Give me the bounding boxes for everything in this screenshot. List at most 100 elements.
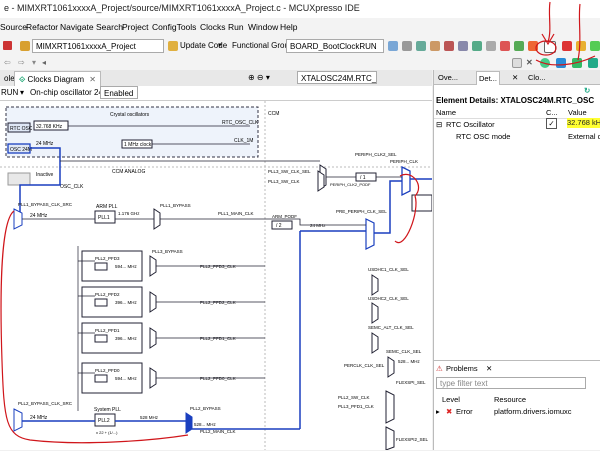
stop-icon[interactable] <box>500 41 510 51</box>
pll2-input-freq: 24 MHz <box>30 415 48 421</box>
nav-dropdown-icon[interactable]: ▾ <box>32 58 37 67</box>
play-icon[interactable] <box>514 41 524 51</box>
close-x-icon[interactable]: ✕ <box>526 58 533 67</box>
peripherals-tool-icon[interactable] <box>588 58 598 68</box>
zoom-icons[interactable]: ⊕ ⊖ ▾ <box>248 73 270 82</box>
row-name: RTC OSC mode <box>456 132 511 141</box>
perspective-icon[interactable] <box>512 58 522 68</box>
row-value[interactable]: 32.768 kHz <box>567 118 600 128</box>
semc-sel-label: SEMC_CLK_SEL <box>386 349 422 354</box>
enabled-select[interactable]: Enabled <box>100 86 138 99</box>
menu-search[interactable]: Search <box>96 22 123 32</box>
expand-icon[interactable]: ▸ <box>436 407 440 416</box>
pll2-sw-clk-label: PLL2_SW_CLK <box>338 395 370 400</box>
pll2-pfd0-freq: 594... MHz <box>115 376 138 381</box>
pll2-pfd0-label: PLL2_PFD0 <box>95 368 120 373</box>
clock-diagram-canvas[interactable]: Crystal oscillators CCM RTC OSC 32.768 K… <box>0 101 432 450</box>
osc-clk-label: OSC_CLK <box>60 184 84 190</box>
rtc-osc-clk-label: RTC_OSC_CLK <box>222 120 259 126</box>
red-annotation-top <box>535 1 596 66</box>
export-icon[interactable] <box>430 41 440 51</box>
arm-podf-out: 24 MHz <box>310 223 326 228</box>
diagram-toolbar: RUN ▾ On-chip oscillator 24MHz Enabled <box>0 86 432 101</box>
flexspi2-sel-label: FLEXSPI2_SEL <box>396 437 429 442</box>
back-icon[interactable]: ⇦ <box>4 58 11 67</box>
problems-filter-input[interactable]: type filter text <box>436 377 586 389</box>
pin-icon[interactable]: ◂ <box>42 58 47 67</box>
menu-help[interactable]: Help <box>280 22 298 32</box>
pll1-bypass-src-label: PLL1_BYPASS_CLK_SRC <box>18 202 73 207</box>
editor-tab-row: ole ⟐ Clocks Diagram ✕ ⊕ ⊖ ▾ XTALOSC24M.… <box>0 70 432 87</box>
row-value[interactable]: External cr <box>568 132 600 141</box>
debug-red-icon[interactable] <box>562 41 572 51</box>
details-close-icon[interactable]: ✕ <box>512 73 519 82</box>
expand-icon[interactable]: ⊟ <box>436 120 443 129</box>
element-details-title: Element Details: XTALOSC24M.RTC_OSC <box>436 96 595 105</box>
new-icon[interactable] <box>576 41 586 51</box>
pll2-pfd3-freq: 594... MHz <box>115 264 138 269</box>
problem-level: Error <box>456 407 473 416</box>
pll2-main-clk-label: PLL2_MAIN_CLK <box>200 429 236 434</box>
update-code-button[interactable]: Update Code <box>180 41 228 50</box>
menu-run[interactable]: Run <box>228 22 244 32</box>
build-icon[interactable] <box>486 41 496 51</box>
problems-pane: ⚠ Problems ✕ type filter text Level Reso… <box>434 360 600 451</box>
menu-navigate[interactable]: Navigate <box>60 22 94 32</box>
pll1-bypass-label: PLL1_BYPASS <box>160 203 191 208</box>
forward-nav-icon[interactable]: ⇨ <box>18 58 25 67</box>
tab-clocks[interactable]: Clo... <box>528 73 546 82</box>
menu-window[interactable]: Window <box>248 22 279 32</box>
arm-pll-label: ARM PLL <box>96 204 118 210</box>
menu-refactor[interactable]: Refactor <box>26 22 59 32</box>
checkbox[interactable]: ✓ <box>546 118 557 129</box>
pll2-bypass-label: PLL2_BYPASS <box>190 406 221 411</box>
right-tab-row: Ove... Det... ✕ Clo... <box>434 70 600 85</box>
debug-icon[interactable] <box>3 41 12 50</box>
rtc-osc-block <box>7 122 31 133</box>
menu-project[interactable]: Project <box>122 22 149 32</box>
run-config-icon[interactable] <box>388 41 398 51</box>
mode-dropdown-icon[interactable]: ▾ <box>20 88 25 97</box>
pll2-pfd0-clk-label: PLL2_PFD0_CLK <box>200 376 236 381</box>
refresh-details-icon[interactable]: ↻ <box>584 86 591 95</box>
pll1-bypass-mux <box>153 208 161 230</box>
problems-tab[interactable]: Problems <box>446 364 478 373</box>
tab-console-partial[interactable]: ole <box>4 74 15 83</box>
flash-icon[interactable] <box>528 41 538 51</box>
tab-overview[interactable]: Ove... <box>438 73 459 82</box>
chip-icon[interactable] <box>20 41 30 51</box>
forward-icon[interactable] <box>472 41 482 51</box>
oscillator-label: On-chip oscillator 24MHz <box>30 88 120 97</box>
periph-clk2-podf-div: / 1 <box>360 175 366 181</box>
pll2-pfd3-bypass-label: PLL3_BYPASS <box>152 249 183 254</box>
update-code-dropdown-icon[interactable]: ▾ <box>218 42 222 49</box>
pll2-multiplier: x 22 + (1/...) <box>96 430 118 435</box>
pins-tool-icon[interactable] <box>556 58 566 68</box>
crystal-oscillators-box <box>5 106 259 158</box>
problems-close-icon[interactable]: ✕ <box>486 364 493 373</box>
mode-select[interactable]: RUN <box>1 88 19 97</box>
pll2-pfd3-label: PLL2_PFD3 <box>95 256 120 261</box>
tab-clocks-diagram[interactable]: ⟐ Clocks Diagram ✕ <box>14 71 101 86</box>
semc-freq: 528... MHz <box>398 359 421 364</box>
refresh-icon[interactable] <box>416 41 426 51</box>
tab-details[interactable]: Det... <box>476 71 500 85</box>
menu-clocks[interactable]: Clocks <box>200 22 226 32</box>
pll2-freq: 528 MHz <box>140 415 159 420</box>
flexspi2-mux <box>385 426 395 450</box>
import-icon[interactable] <box>444 41 454 51</box>
crystal-oscillators-label: Crystal oscillators <box>110 112 150 118</box>
project-select[interactable]: MIMXRT1061xxxxA_Project <box>32 39 164 53</box>
element-select[interactable]: XTALOSC24M.RTC_OSC <box>297 71 377 84</box>
menu-source[interactable]: Source <box>0 22 27 32</box>
tab-close-icon[interactable]: ✕ <box>89 75 96 84</box>
usdhc1-sel-label: USDHC1_CLK_SEL <box>368 267 409 272</box>
settings-icon[interactable] <box>458 41 468 51</box>
menu-configtools[interactable]: ConfigTools <box>152 22 197 32</box>
edit-icon[interactable] <box>402 41 412 51</box>
red-annotation-marks <box>0 173 420 444</box>
pll2-bypass-mux <box>185 412 193 434</box>
arm-freq-label: 1.176 GHz <box>118 211 140 216</box>
run-icon[interactable] <box>590 41 600 51</box>
functional-group-select[interactable]: BOARD_BootClockRUN <box>286 39 384 53</box>
